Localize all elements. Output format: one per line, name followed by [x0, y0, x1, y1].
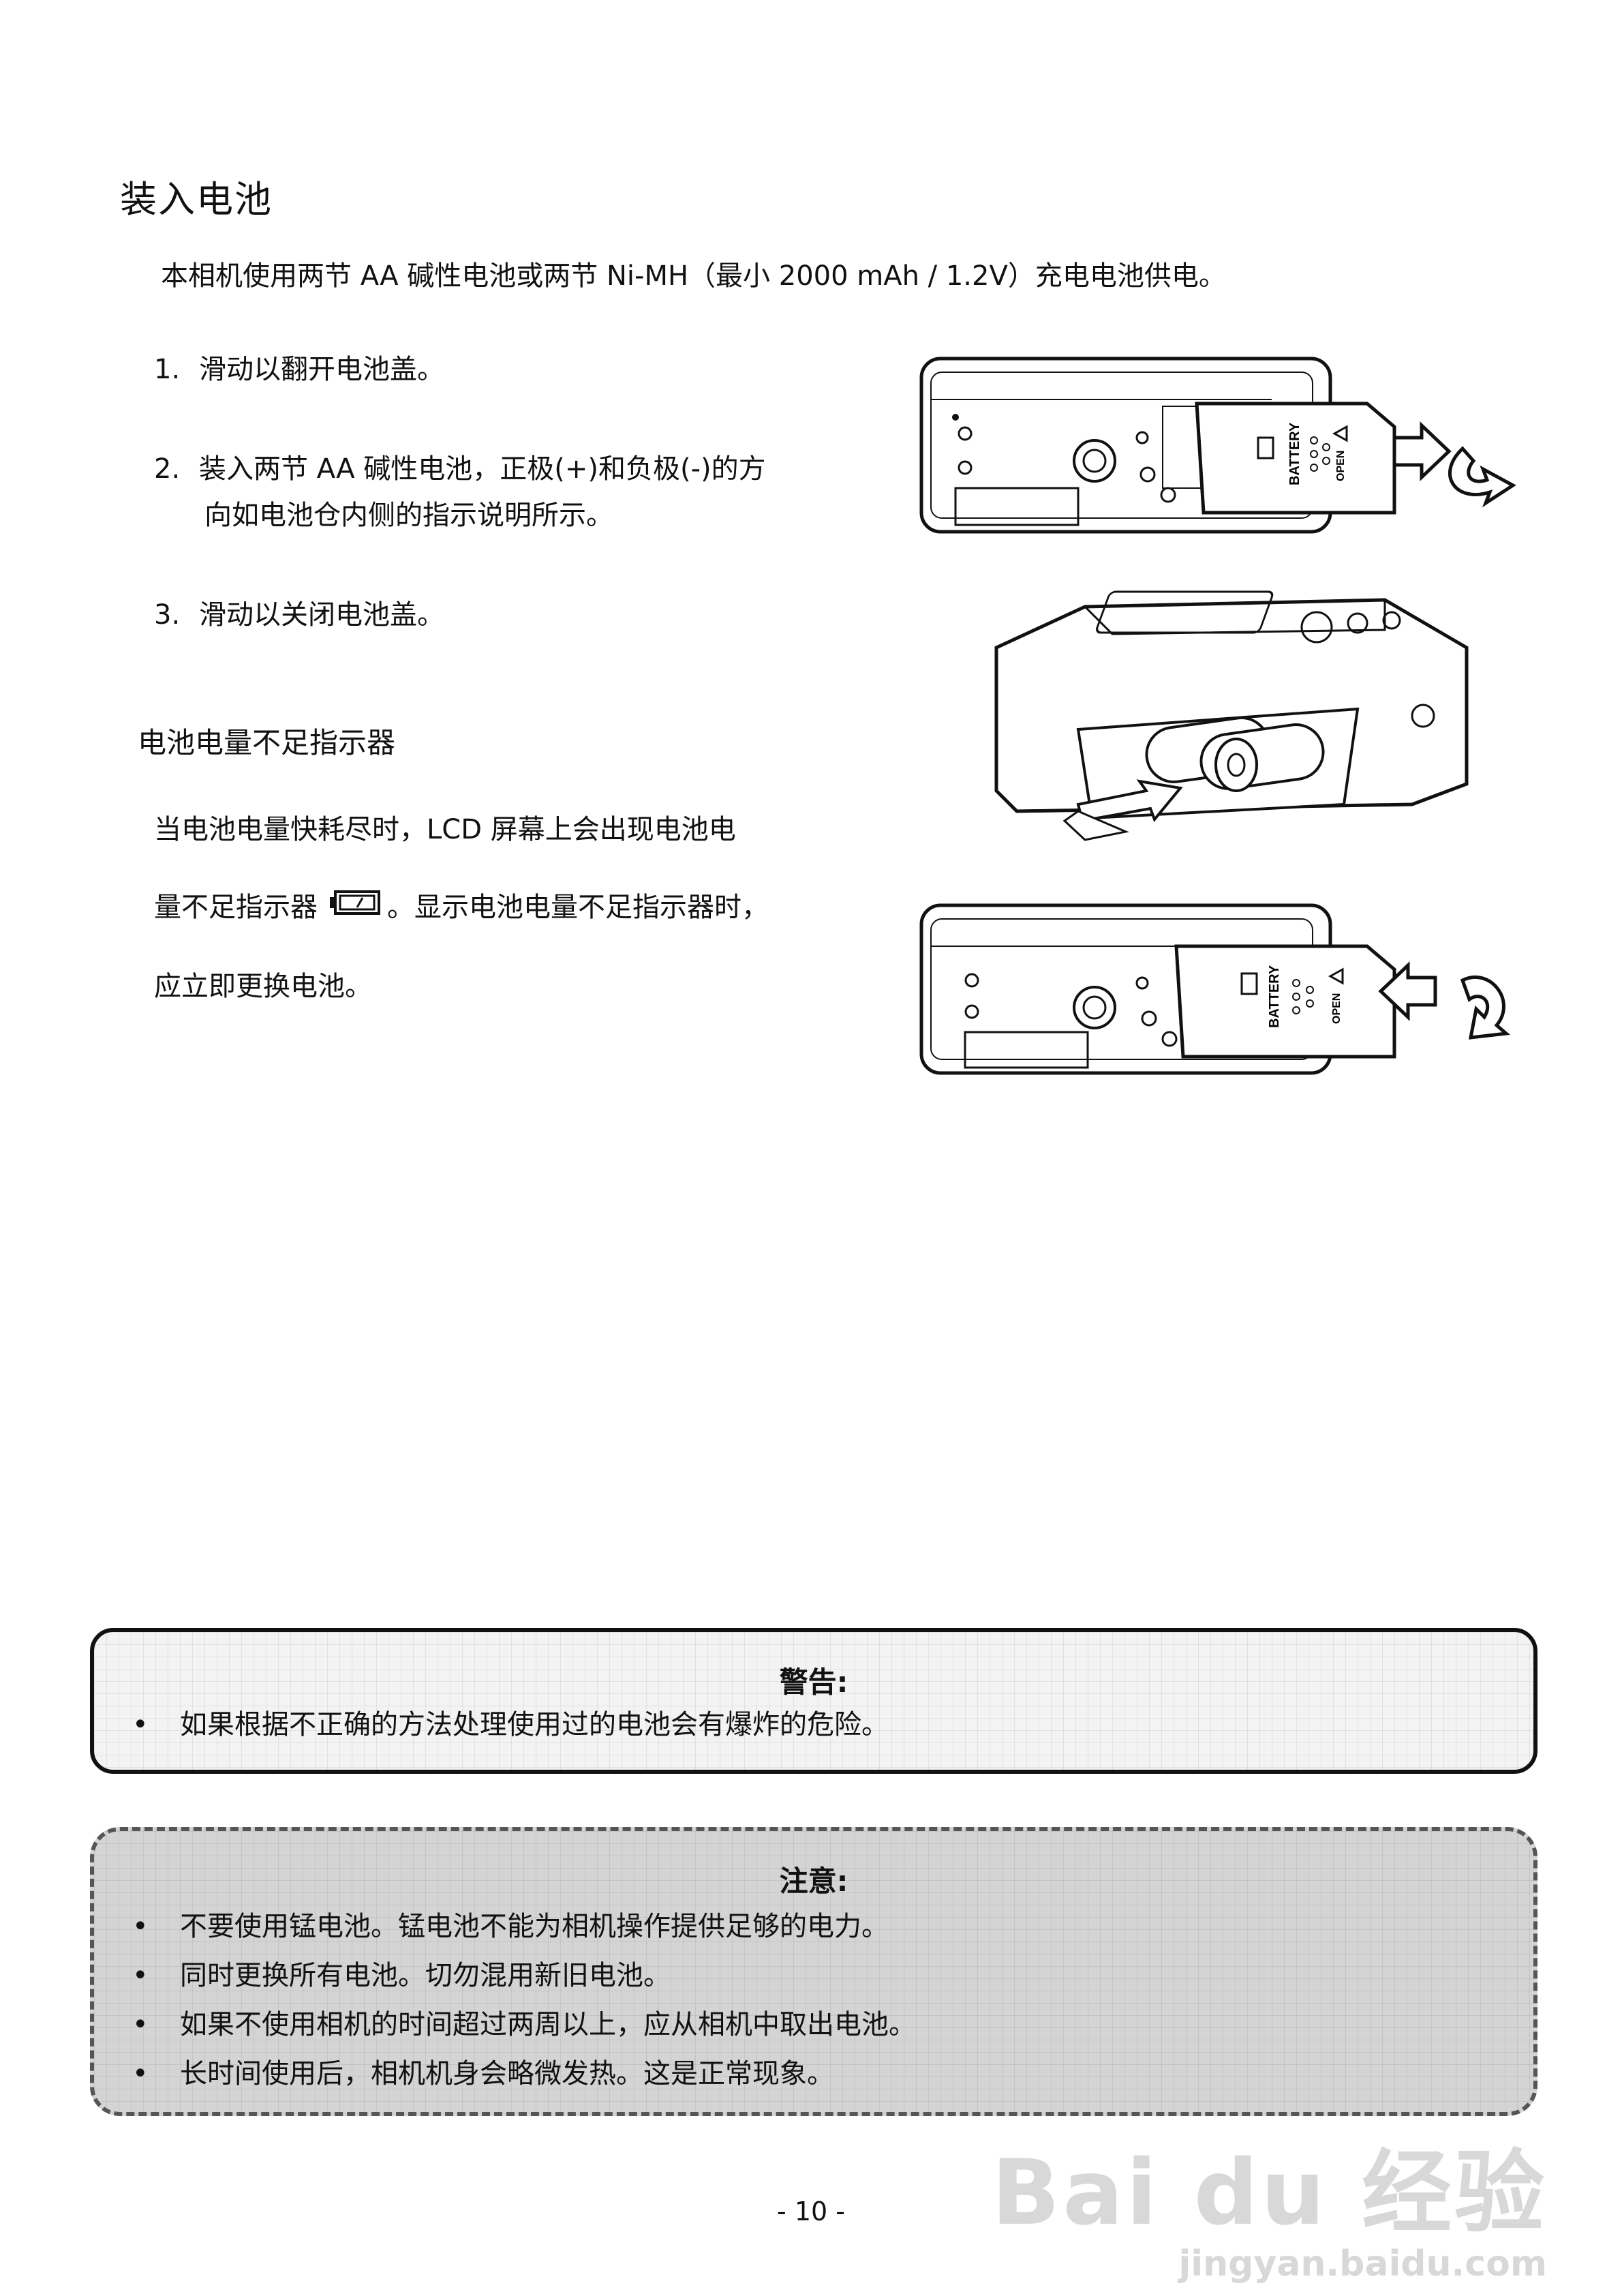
low-battery-icon: [330, 870, 382, 948]
figure-close-cover: BATTERY OPEN: [917, 898, 1531, 1083]
figure-insert-batteries: [976, 586, 1494, 845]
note-title: 注意:: [779, 1864, 848, 1898]
low-battery-paragraph: 当电池电量快耗尽时，LCD 屏幕上会出现电池电 量不足指示器 。显示电池电量不足指…: [154, 791, 917, 1025]
low-battery-line3: 应立即更换电池。: [154, 971, 372, 1002]
figure-open-cover: BATTERY OPEN: [917, 352, 1531, 543]
watermark-url: jingyan.baidu.com: [1178, 2244, 1547, 2284]
open-label: OPEN: [1331, 993, 1343, 1024]
step-1: 1. 滑动以翻开电池盖。: [154, 346, 444, 393]
step-text: 滑动以关闭电池盖。: [199, 599, 444, 631]
intro-paragraph: 本相机使用两节 AA 碱性电池或两节 Ni-MH（最小 2000 mAh / 1…: [161, 260, 1226, 292]
watermark-logo: Bai du 经验: [991, 2141, 1547, 2246]
step-text: 滑动以翻开电池盖。: [199, 354, 444, 385]
page-number: - 10 -: [777, 2196, 845, 2226]
low-battery-line2-end: 。显示电池电量不足指示器时，: [387, 892, 769, 923]
open-label: OPEN: [1335, 451, 1347, 481]
step-text-line1: 装入两节 AA 碱性电池，正极(+)和负极(-)的方: [199, 453, 766, 485]
list-item: 同时更换所有电池。切勿混用新旧电池。: [132, 1951, 1506, 2000]
step-2: 2. 装入两节 AA 碱性电池，正极(+)和负极(-)的方 向如电池仓内侧的指示说…: [154, 446, 890, 539]
low-battery-line2-start: 量不足指示器: [154, 892, 318, 923]
battery-label: BATTERY: [1267, 965, 1282, 1028]
list-item: 不要使用锰电池。锰电池不能为相机操作提供足够的电力。: [132, 1902, 1506, 1951]
list-item: 如果根据不正确的方法处理使用过的电池会有爆炸的危险。: [132, 1700, 1506, 1749]
step-number: 2.: [154, 453, 181, 485]
list-item: 如果不使用相机的时间超过两周以上，应从相机中取出电池。: [132, 2000, 1506, 2049]
note-box: 注意: 不要使用锰电池。锰电池不能为相机操作提供足够的电力。 同时更换所有电池。…: [90, 1827, 1537, 2116]
low-battery-line1: 当电池电量快耗尽时，LCD 屏幕上会出现电池电: [154, 814, 736, 845]
low-battery-heading: 电池电量不足指示器: [138, 726, 396, 759]
page-title: 装入电池: [120, 178, 273, 221]
step-number: 1.: [154, 354, 181, 385]
watermark: Bai du 经验 jingyan.baidu.com: [992, 2120, 1547, 2284]
warning-title: 警告:: [779, 1665, 848, 1699]
low-battery-line2: 量不足指示器 。显示电池电量不足指示器时，: [154, 868, 917, 948]
step-3: 3. 滑动以关闭电池盖。: [154, 592, 444, 638]
warning-box: 警告: 如果根据不正确的方法处理使用过的电池会有爆炸的危险。: [90, 1628, 1537, 1774]
step-text-line2: 向如电池仓内侧的指示说明所示。: [204, 500, 613, 531]
step-number: 3.: [154, 599, 181, 631]
warning-list: 如果根据不正确的方法处理使用过的电池会有爆炸的危险。: [132, 1700, 1506, 1749]
battery-label: BATTERY: [1287, 422, 1302, 485]
note-list: 不要使用锰电池。锰电池不能为相机操作提供足够的电力。 同时更换所有电池。切勿混用…: [132, 1902, 1506, 2098]
list-item: 长时间使用后，相机机身会略微发热。这是正常现象。: [132, 2049, 1506, 2098]
